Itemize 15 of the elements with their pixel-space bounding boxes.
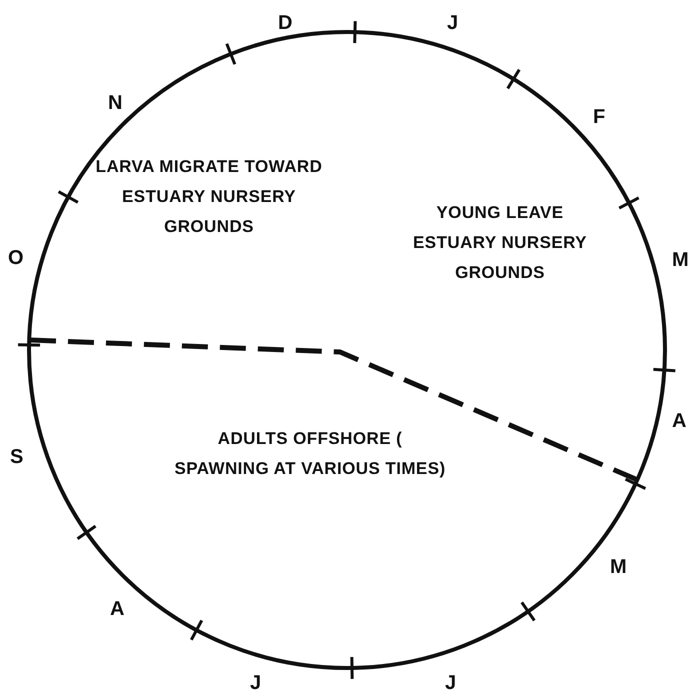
- month-label: O: [8, 247, 24, 269]
- month-label: A: [110, 598, 124, 620]
- month-label: S: [10, 446, 24, 468]
- month-label: J: [250, 672, 262, 694]
- month-label: N: [108, 92, 122, 114]
- month-label: J: [447, 12, 458, 34]
- annotation-text: LARVA MIGRATE TOWARD ESTUARY NURSERY GROUNDS: [94, 156, 324, 238]
- month-label: A: [672, 410, 686, 432]
- annotation-text: ADULTS OFFSHORE ( SPAWNING AT VARIOUS TIMES): [173, 428, 447, 480]
- month-label: M: [610, 556, 627, 578]
- annotation-text: YOUNG LEAVE ESTUARY NURSERY GROUNDS: [412, 202, 588, 284]
- month-label: D: [278, 12, 292, 34]
- month-label: J: [445, 672, 456, 694]
- month-label: F: [593, 106, 606, 128]
- month-label: M: [672, 249, 689, 271]
